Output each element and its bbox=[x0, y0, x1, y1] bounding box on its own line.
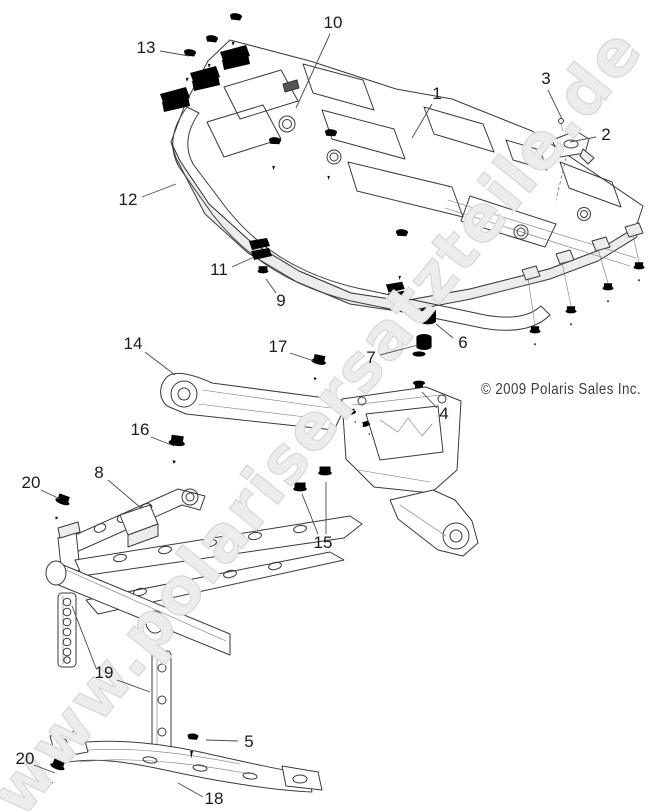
callout-label-11: 11 bbox=[210, 260, 228, 279]
callout-leader-5 bbox=[205, 739, 239, 742]
callout-leader-19 bbox=[116, 679, 151, 693]
callout-leader-20 bbox=[33, 764, 56, 774]
callout-leader-2 bbox=[569, 136, 597, 143]
callout-label-17: 17 bbox=[269, 337, 288, 356]
copyright-text: © 2009 Polaris Sales Inc. bbox=[481, 381, 641, 398]
callout-leader-9 bbox=[265, 278, 277, 294]
callout-leader-16 bbox=[150, 436, 175, 447]
rack-latch bbox=[551, 118, 595, 201]
callout-label-14: 14 bbox=[124, 334, 143, 353]
bolt-16 bbox=[165, 434, 186, 466]
callout-leader-3 bbox=[547, 89, 563, 120]
callout-leader-14 bbox=[144, 351, 176, 376]
callout-label-20: 20 bbox=[22, 473, 41, 492]
callout-label-16: 16 bbox=[131, 420, 150, 439]
callout-label-12: 12 bbox=[119, 190, 138, 209]
callout-leader-8 bbox=[107, 479, 142, 509]
callout-leader-18 bbox=[177, 782, 204, 798]
callout-label-8: 8 bbox=[94, 463, 103, 482]
callout-label-9: 9 bbox=[276, 291, 285, 310]
callout-label-1: 1 bbox=[432, 84, 441, 103]
callout-leader-13 bbox=[159, 50, 190, 57]
callout-leader-11 bbox=[231, 256, 255, 268]
callout-leader-12 bbox=[141, 183, 177, 198]
support-frame bbox=[45, 488, 363, 656]
callout-leader-20 bbox=[40, 489, 61, 500]
callout-label-19: 19 bbox=[95, 663, 114, 682]
callout-label-3: 3 bbox=[541, 69, 550, 88]
rack-edge-bolts bbox=[527, 234, 645, 346]
front-rack-part bbox=[170, 39, 644, 313]
bolt-20-upper bbox=[48, 492, 72, 523]
callout-leader-17 bbox=[289, 352, 315, 362]
callout-label-10: 10 bbox=[324, 13, 343, 32]
callout-leader-7 bbox=[379, 344, 419, 356]
bumper-bracket bbox=[49, 729, 323, 793]
frame-support bbox=[160, 373, 479, 557]
callout-leader-15 bbox=[301, 493, 319, 535]
callout-label-6: 6 bbox=[458, 333, 467, 352]
callout-label-18: 18 bbox=[205, 789, 224, 808]
clamp-nut bbox=[257, 266, 269, 279]
callout-leader-10 bbox=[295, 33, 331, 109]
callout-label-15: 15 bbox=[314, 533, 333, 552]
callout-label-4: 4 bbox=[439, 404, 448, 423]
callout-leader-19 bbox=[71, 605, 97, 669]
callout-label-13: 13 bbox=[137, 38, 156, 57]
callout-label-7: 7 bbox=[366, 348, 375, 367]
latch-pin bbox=[558, 118, 564, 124]
callout-label-20: 20 bbox=[16, 749, 35, 768]
callout-leader-1 bbox=[411, 103, 433, 139]
rack-extension-tube bbox=[172, 106, 551, 331]
callout-leader-6 bbox=[435, 323, 454, 339]
rack-latch-mark bbox=[282, 79, 300, 93]
callout-label-2: 2 bbox=[601, 125, 610, 144]
callout-leader-4 bbox=[421, 391, 438, 409]
callout-label-5: 5 bbox=[244, 732, 253, 751]
